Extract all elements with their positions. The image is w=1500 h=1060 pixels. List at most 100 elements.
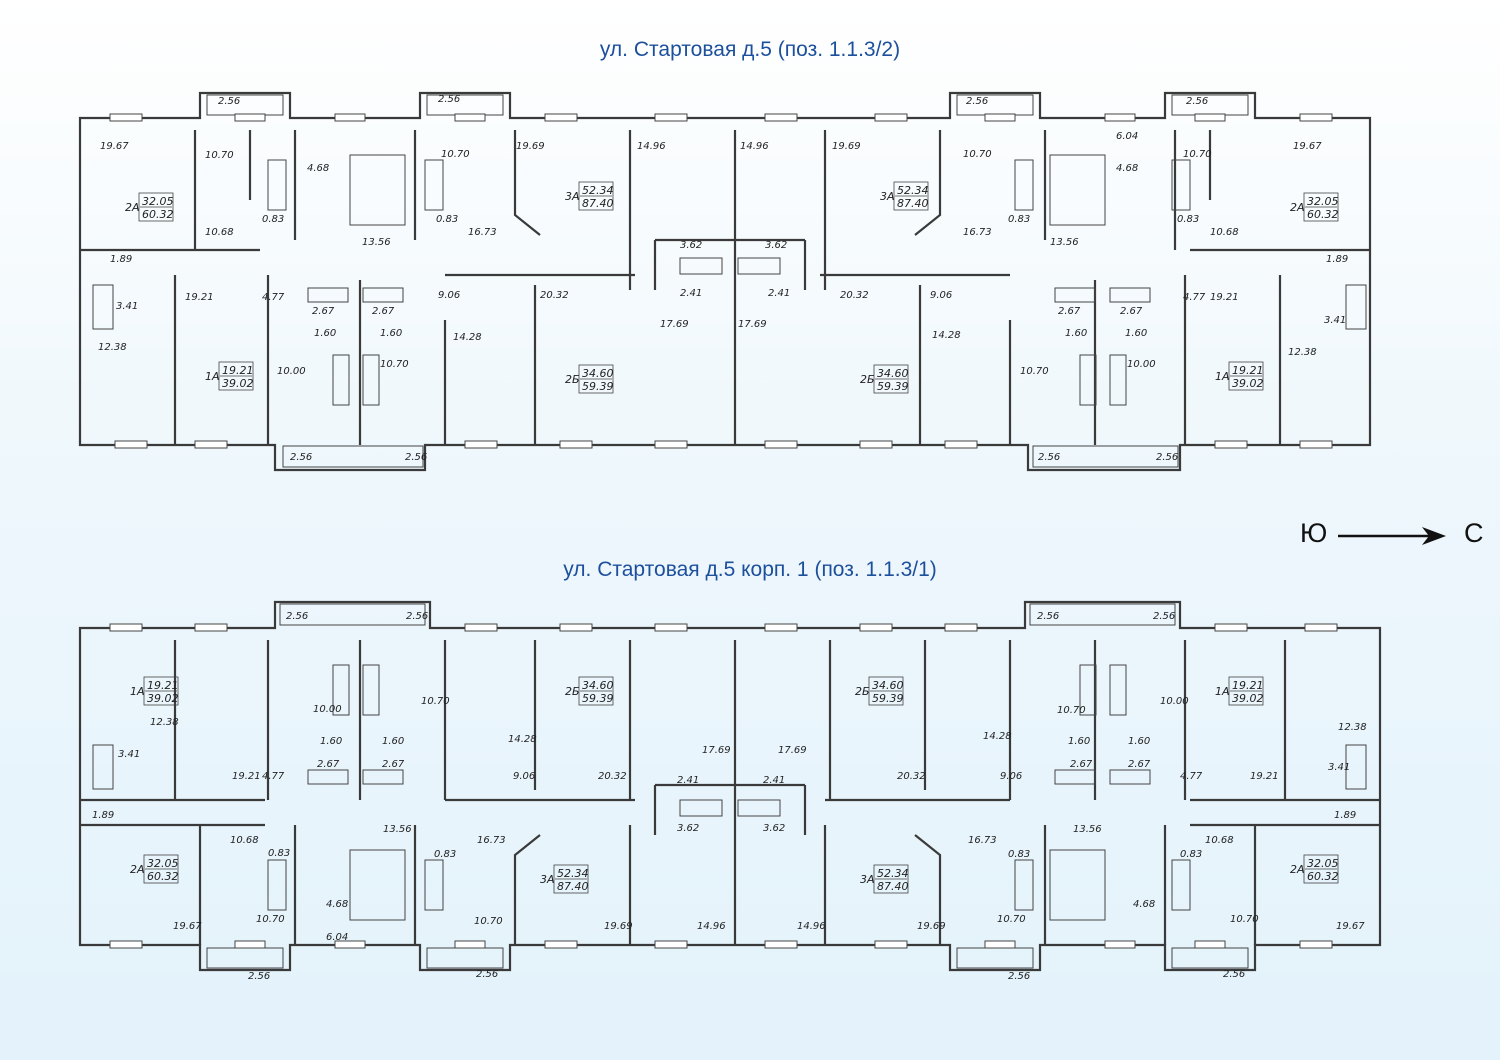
room-area: 3.62 [763,823,785,834]
room-area: 17.69 [660,319,689,330]
room-area: 19.21 [1210,292,1239,303]
room-area: 3.62 [677,823,699,834]
apartment-living-area: 52.34 [582,184,614,197]
room-area: 2.41 [680,288,702,299]
apartment-code: 3А [565,190,580,203]
interior-walls-top [80,130,1370,445]
room-area: 1.60 [1068,736,1090,747]
room-area: 16.73 [968,835,997,846]
room-area: 10.00 [313,704,342,715]
room-area: 19.69 [917,921,946,932]
fixtures-bottom [92,664,1367,911]
room-area: 2.56 [1223,969,1245,980]
apartment-living-area: 34.60 [872,679,904,692]
room-area: 14.28 [508,734,537,745]
room-area: 19.21 [185,292,214,303]
apartment-code: 2Б [860,373,875,386]
compass-north-label: С [1464,518,1484,548]
room-area: 0.83 [1180,849,1202,860]
staircase-bottom [349,849,1106,921]
apartment-code: 2А [130,863,145,876]
room-area: 2.67 [382,759,405,770]
apartment-total-area: 60.32 [147,870,179,883]
room-area: 19.21 [232,771,261,782]
room-area: 4.68 [326,899,348,910]
room-area: 16.73 [963,227,992,238]
room-area: 10.00 [277,366,306,377]
room-area: 17.69 [702,745,731,756]
apartment-code: 2Б [565,685,580,698]
room-area: 12.38 [150,717,179,728]
room-area: 6.04 [326,932,348,943]
room-area: 16.73 [468,227,497,238]
room-area: 2.67 [317,759,340,770]
room-area: 6.04 [1116,131,1138,142]
room-area: 14.96 [637,141,666,152]
room-area: 1.89 [1334,810,1356,821]
apartment-living-area: 19.21 [1232,364,1264,377]
room-area: 2.56 [438,94,460,105]
room-area: 9.06 [513,771,535,782]
plan-title-bottom: ул. Стартовая д.5 корп. 1 (поз. 1.1.3/1) [563,558,937,581]
room-area: 2.56 [1038,452,1060,463]
room-area: 20.32 [598,771,627,782]
apartment-total-area: 39.02 [1232,377,1264,390]
apartment-code: 2А [1290,201,1305,214]
apartment-code: 3А [540,873,555,886]
room-area: 10.68 [230,835,259,846]
room-area: 10.70 [256,914,285,925]
room-area: 2.67 [1058,306,1081,317]
apartment-total-area: 39.02 [147,692,179,705]
apartment-code: 2Б [855,685,870,698]
room-area: 2.67 [312,306,335,317]
room-area: 2.67 [1120,306,1143,317]
room-area: 1.60 [382,736,404,747]
apartment-code: 3А [880,190,895,203]
apartment-total-area: 59.39 [877,380,909,393]
room-area: 3.41 [118,749,140,760]
room-area: 1.89 [92,810,114,821]
room-area: 1.60 [320,736,342,747]
room-area: 10.70 [474,916,503,927]
apartment-total-area: 39.02 [222,377,254,390]
room-area: 19.67 [100,141,129,152]
room-area: 10.70 [1020,366,1049,377]
room-area: 10.68 [1205,835,1234,846]
room-area: 9.06 [930,290,952,301]
room-area: 2.41 [677,775,699,786]
room-area: 10.68 [1210,227,1239,238]
room-area: 10.70 [380,359,409,370]
room-area: 2.56 [248,971,270,982]
room-area: 2.56 [405,452,427,463]
apartment-living-area: 32.05 [147,857,179,870]
fixtures-top [92,159,1367,406]
apartment-code: 1А [205,370,220,383]
room-area: 4.68 [1133,899,1155,910]
room-area: 1.60 [1065,328,1087,339]
room-area: 2.56 [1156,452,1178,463]
room-area: 14.28 [453,332,482,343]
apartment-code: 2Б [565,373,580,386]
room-area: 2.56 [476,969,498,980]
room-area: 2.56 [290,452,312,463]
room-area: 10.00 [1127,359,1156,370]
room-area: 20.32 [540,290,569,301]
room-area: 2.56 [1186,96,1208,107]
room-area: 13.56 [362,237,391,248]
room-area: 0.83 [1177,214,1199,225]
apartment-living-area: 34.60 [582,679,614,692]
room-area: 4.77 [1183,292,1206,303]
room-area: 17.69 [778,745,807,756]
apartment-code: 2А [125,201,140,214]
room-area: 9.06 [1000,771,1022,782]
apartment-total-area: 59.39 [582,692,614,705]
compass-arrow-icon [1338,527,1446,545]
room-area: 14.28 [983,731,1012,742]
